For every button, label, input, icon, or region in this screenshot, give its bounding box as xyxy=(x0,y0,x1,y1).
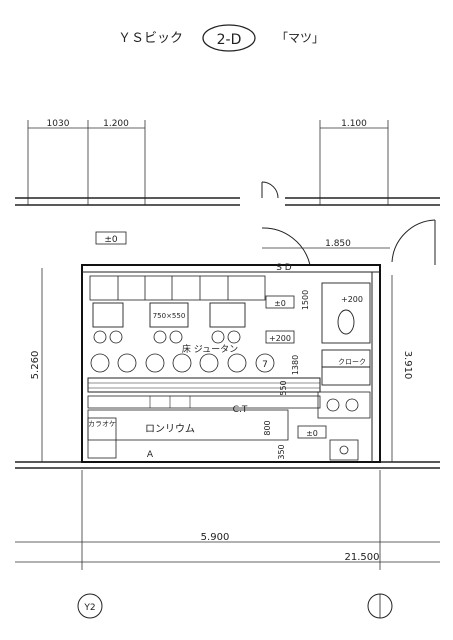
tables xyxy=(92,302,246,328)
wc-level: +200 xyxy=(341,295,363,304)
stools-lower xyxy=(90,353,275,373)
kara-box xyxy=(87,417,117,459)
bottom-dimension-lines xyxy=(15,470,440,570)
stage-level: +200 xyxy=(269,334,291,343)
corridor-top-wall xyxy=(15,197,440,206)
room-code-circle xyxy=(202,24,256,52)
sd-level-box xyxy=(265,295,295,309)
header-title-right: 「マツ」 xyxy=(276,31,324,45)
sd-label: S D xyxy=(276,263,292,273)
corridor-door-top xyxy=(261,181,279,199)
sinks xyxy=(317,391,371,461)
dim-top-left-1: 1030 xyxy=(47,119,70,129)
wc-bottom-level-box xyxy=(297,425,327,439)
dim-height-left: 5.260 xyxy=(30,351,41,380)
wc-bottom-level: ±0 xyxy=(306,429,318,438)
dim-v2: 1380 xyxy=(291,355,300,375)
wall-cabinets xyxy=(89,275,266,301)
axis-y-label: Y2 xyxy=(83,603,95,613)
label-seven: 7 xyxy=(262,360,268,370)
entry-door-arc xyxy=(261,219,436,266)
outer-level: ±0 xyxy=(104,235,118,245)
dim-bottom-inner: 5.900 xyxy=(201,532,230,543)
dim-v4: 550 xyxy=(279,380,288,395)
table-size: 750×550 xyxy=(153,312,186,320)
outer-level-box xyxy=(95,231,127,245)
axis-y-circle xyxy=(77,593,103,619)
closet-label: クローク xyxy=(338,358,366,366)
dim-v3: 800 xyxy=(263,420,272,435)
stools-upper xyxy=(93,330,241,344)
dim-bottom-total: 21.500 xyxy=(345,552,380,563)
room-outline xyxy=(81,264,381,463)
dim-top-left-2: 1.200 xyxy=(103,119,129,129)
dim-height-right: 3.910 xyxy=(402,351,413,380)
wc-room xyxy=(321,282,371,386)
kara-label: カラオケ xyxy=(88,420,116,428)
dim-v5: 350 xyxy=(277,444,286,459)
top-dimensions xyxy=(27,120,389,205)
label-a: A xyxy=(147,450,154,460)
stage-level-box xyxy=(265,330,295,344)
sd-level: ±0 xyxy=(274,299,286,308)
dim-v1: 1500 xyxy=(301,290,310,310)
lino-label: ロンリウム xyxy=(145,423,195,435)
room-code: 2-D xyxy=(217,32,242,48)
floor-label: 床 ジュータン xyxy=(182,343,238,355)
dim-door-width: 1.850 xyxy=(325,239,351,249)
dim-top-right: 1.100 xyxy=(341,119,367,129)
ct-label: C.T xyxy=(233,405,248,415)
header-title-left: ＹＳビック xyxy=(118,31,183,46)
